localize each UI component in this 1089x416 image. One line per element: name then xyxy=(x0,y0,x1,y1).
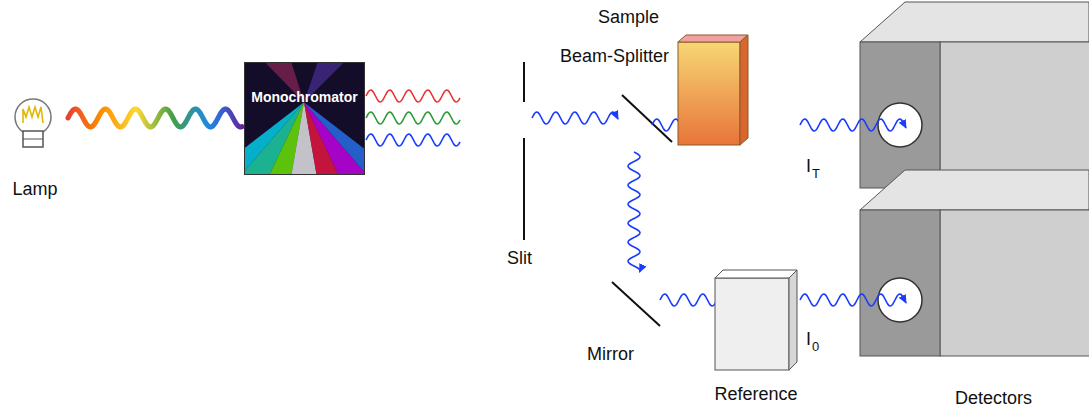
lamp: Lamp xyxy=(4,95,66,207)
lamp-bulb xyxy=(4,95,62,155)
light-beam xyxy=(68,109,242,127)
light-waves xyxy=(366,90,906,306)
beam-splitter xyxy=(622,95,672,142)
signal-subscript: 0 xyxy=(812,340,819,354)
monochromator-box: Monochromator xyxy=(244,62,365,175)
detector-box xyxy=(860,170,1089,356)
mirror xyxy=(612,282,660,326)
light-wave xyxy=(366,90,460,102)
sample-label: Sample xyxy=(598,7,659,27)
part-label: Slit xyxy=(507,248,532,268)
part-label: Detectors xyxy=(955,388,1032,408)
part-label: Beam-Splitter xyxy=(560,46,669,66)
reference-cuvette: Reference xyxy=(715,270,797,370)
signal-subscript: T xyxy=(812,167,820,181)
detector-box xyxy=(860,2,1089,188)
sample-cuvette: Sample xyxy=(678,35,748,145)
lamp-label: Lamp xyxy=(4,179,66,199)
slit-plate xyxy=(523,62,525,102)
reference-label: Reference xyxy=(685,384,827,404)
light-wave xyxy=(532,112,618,124)
signal-name: I xyxy=(806,329,811,349)
light-wave xyxy=(800,119,906,131)
reference-shape xyxy=(715,270,797,370)
light-wave xyxy=(800,294,906,306)
prism-rays xyxy=(245,63,364,174)
slit-plate xyxy=(523,138,525,240)
light-wave xyxy=(366,112,460,124)
sample-shape xyxy=(678,35,748,145)
part-label: Mirror xyxy=(587,344,634,364)
monochromator-label: Monochromator xyxy=(245,63,364,105)
light-wave xyxy=(366,134,460,146)
signal-name: I xyxy=(806,156,811,176)
light-wave xyxy=(628,152,640,272)
